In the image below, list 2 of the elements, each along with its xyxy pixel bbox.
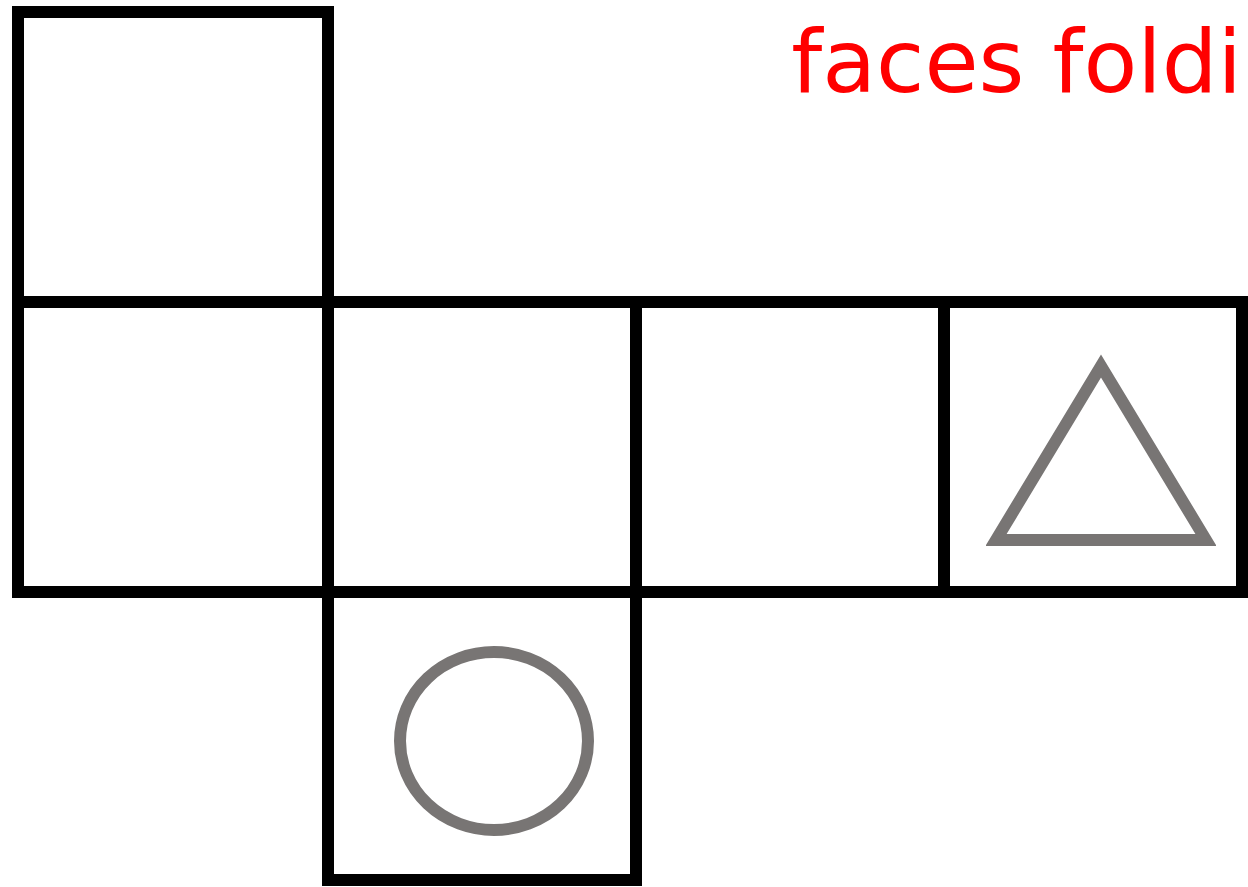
heading-text: faces foldi [791,14,1242,111]
triangle-symbol [986,352,1216,548]
